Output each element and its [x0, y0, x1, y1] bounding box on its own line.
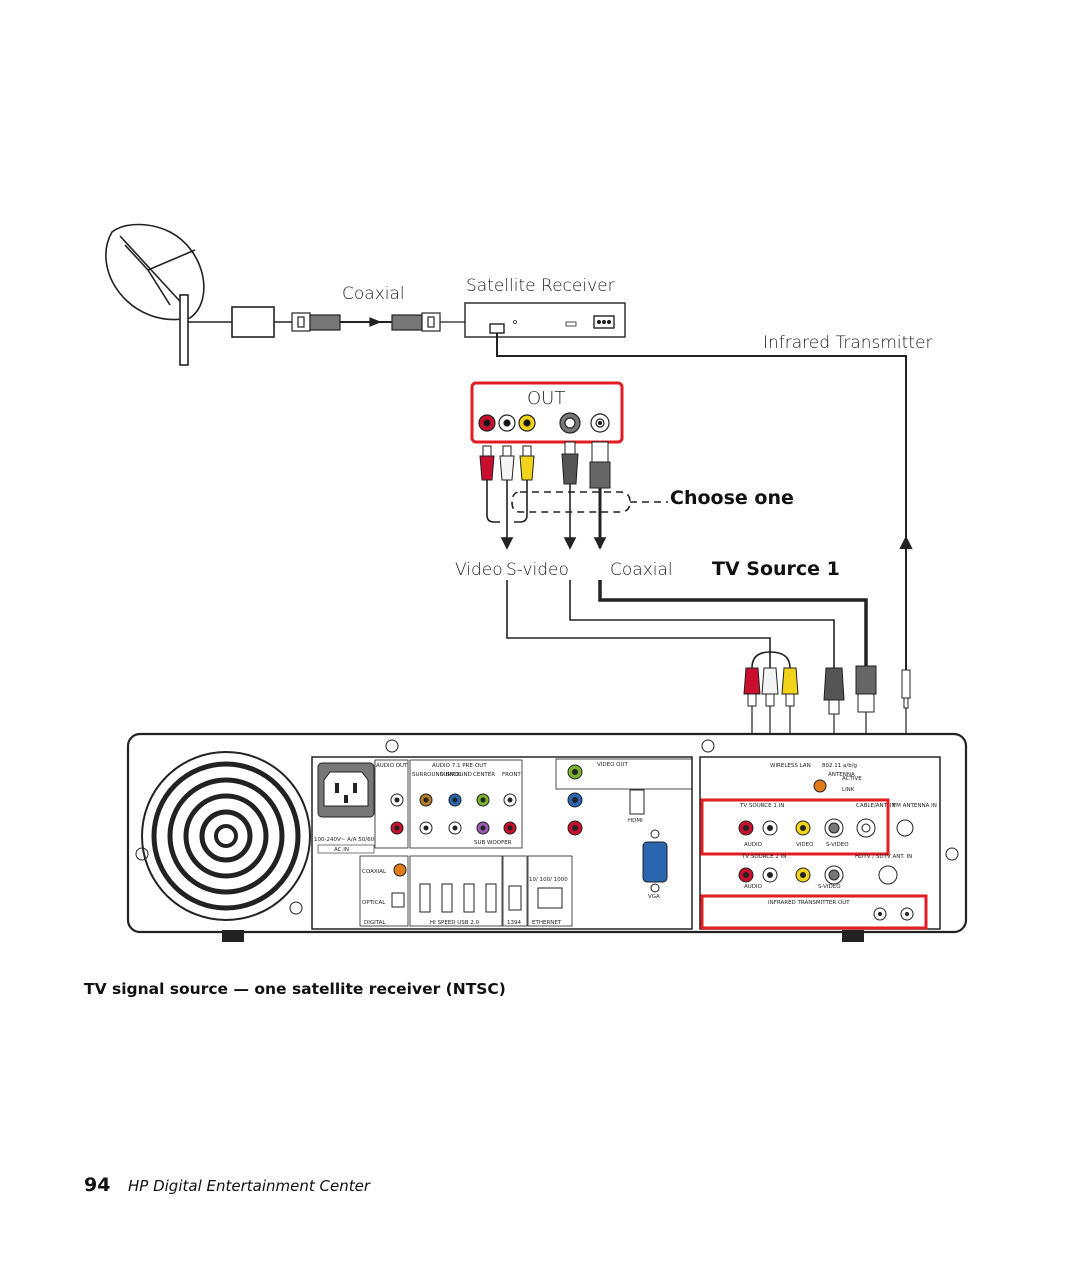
satellite-dish-icon	[105, 223, 232, 366]
video1-label: VIDEO	[796, 842, 814, 848]
svideo1-label: S-VIDEO	[826, 842, 849, 848]
cable-ant-label: CABLE/ANT. IN	[856, 803, 896, 809]
out-panel-jacks	[478, 412, 610, 434]
page-footer-title: HP Digital Entertainment Center	[128, 1177, 370, 1195]
tv-source2-label: TV SOURCE 2 IN	[741, 854, 786, 860]
coaxial-label-top: Coaxial	[342, 284, 405, 304]
hdtv-label: HDTV / SDTV ANT. IN	[855, 854, 912, 860]
wireless-lan-label: WIRELESS LAN	[770, 763, 811, 769]
rca-plugs-top	[479, 441, 611, 489]
page-number: 94	[84, 1174, 111, 1196]
infrared-out-label: INFRARED TRANSMITTER OUT	[768, 900, 850, 906]
satellite-receiver-label: Satellite Receiver	[466, 276, 615, 296]
front-label: FRONT	[502, 772, 521, 778]
coaxial-port-label: COAXIAL	[362, 869, 387, 875]
coaxial-label-bottom: Coaxial	[610, 560, 673, 580]
ethernet-label: ETHERNET	[532, 920, 562, 926]
antenna-label: ANTENNA	[828, 772, 855, 778]
coaxial-cable	[291, 312, 465, 332]
choose-one-bracket	[511, 491, 668, 513]
infrared-transmitter-cable	[496, 333, 913, 670]
tv-source-label: TV Source 1	[712, 558, 840, 580]
ieee1394-label: 1394	[507, 920, 521, 926]
pc-back-panel: 100-240V~ A/A 50/60Hz AC IN AUDIO OUT AU…	[126, 732, 968, 942]
active-label: ACTIVE	[842, 776, 862, 782]
audio1-label: AUDIO	[744, 842, 763, 848]
choose-one-label: Choose one	[670, 487, 794, 509]
fm-antenna-label: FM ANTENNA IN	[893, 803, 937, 809]
ac-in-label: AC IN	[334, 847, 349, 853]
video-label: Video	[455, 560, 503, 580]
surround-back-label: SURROUND BACK	[412, 772, 461, 778]
audio2-label: AUDIO	[744, 884, 763, 890]
fan-grille-icon	[141, 751, 311, 921]
infrared-transmitter-label: Infrared Transmitter	[763, 333, 933, 353]
optical-label: OPTICAL	[362, 900, 386, 906]
ethernet-speed-label: 10/ 100/ 1000	[529, 877, 568, 883]
cables-lower	[506, 580, 868, 669]
cables-upper	[486, 480, 607, 550]
sub-woofer-label: SUB WOOFER	[474, 840, 512, 846]
out-label: OUT	[527, 388, 566, 409]
lnb-box	[231, 306, 275, 338]
voltage-label: 100-240V~ A/A 50/60Hz	[314, 837, 381, 843]
audio-out-label: AUDIO OUT	[376, 763, 408, 769]
tv-source1-label: TV SOURCE 1 IN	[739, 803, 784, 809]
hdmi-label: HDMI	[628, 818, 643, 824]
s-video-label: S-video	[506, 560, 569, 580]
link-label: LINK	[842, 787, 855, 793]
wlan-std-label: 802.11 a/b/g	[822, 763, 857, 769]
center-label: CENTER	[473, 772, 495, 778]
satellite-receiver-box	[464, 302, 626, 338]
svideo2-label: S-VIDEO	[818, 884, 841, 890]
usb-label: HI SPEED USB 2.0	[430, 920, 480, 926]
figure-caption: TV signal source — one satellite receive…	[84, 980, 506, 998]
ac-in-socket	[317, 762, 375, 818]
rca-plugs-bottom	[743, 665, 911, 715]
audio-71-label: AUDIO 7.1 PRE-OUT	[432, 763, 487, 769]
digital-audio-label: DIGITAL	[364, 920, 386, 926]
surround-label: SURROUND	[440, 772, 472, 778]
video-out-label: VIDEO OUT	[597, 762, 629, 768]
vga-label: VGA	[648, 894, 660, 900]
